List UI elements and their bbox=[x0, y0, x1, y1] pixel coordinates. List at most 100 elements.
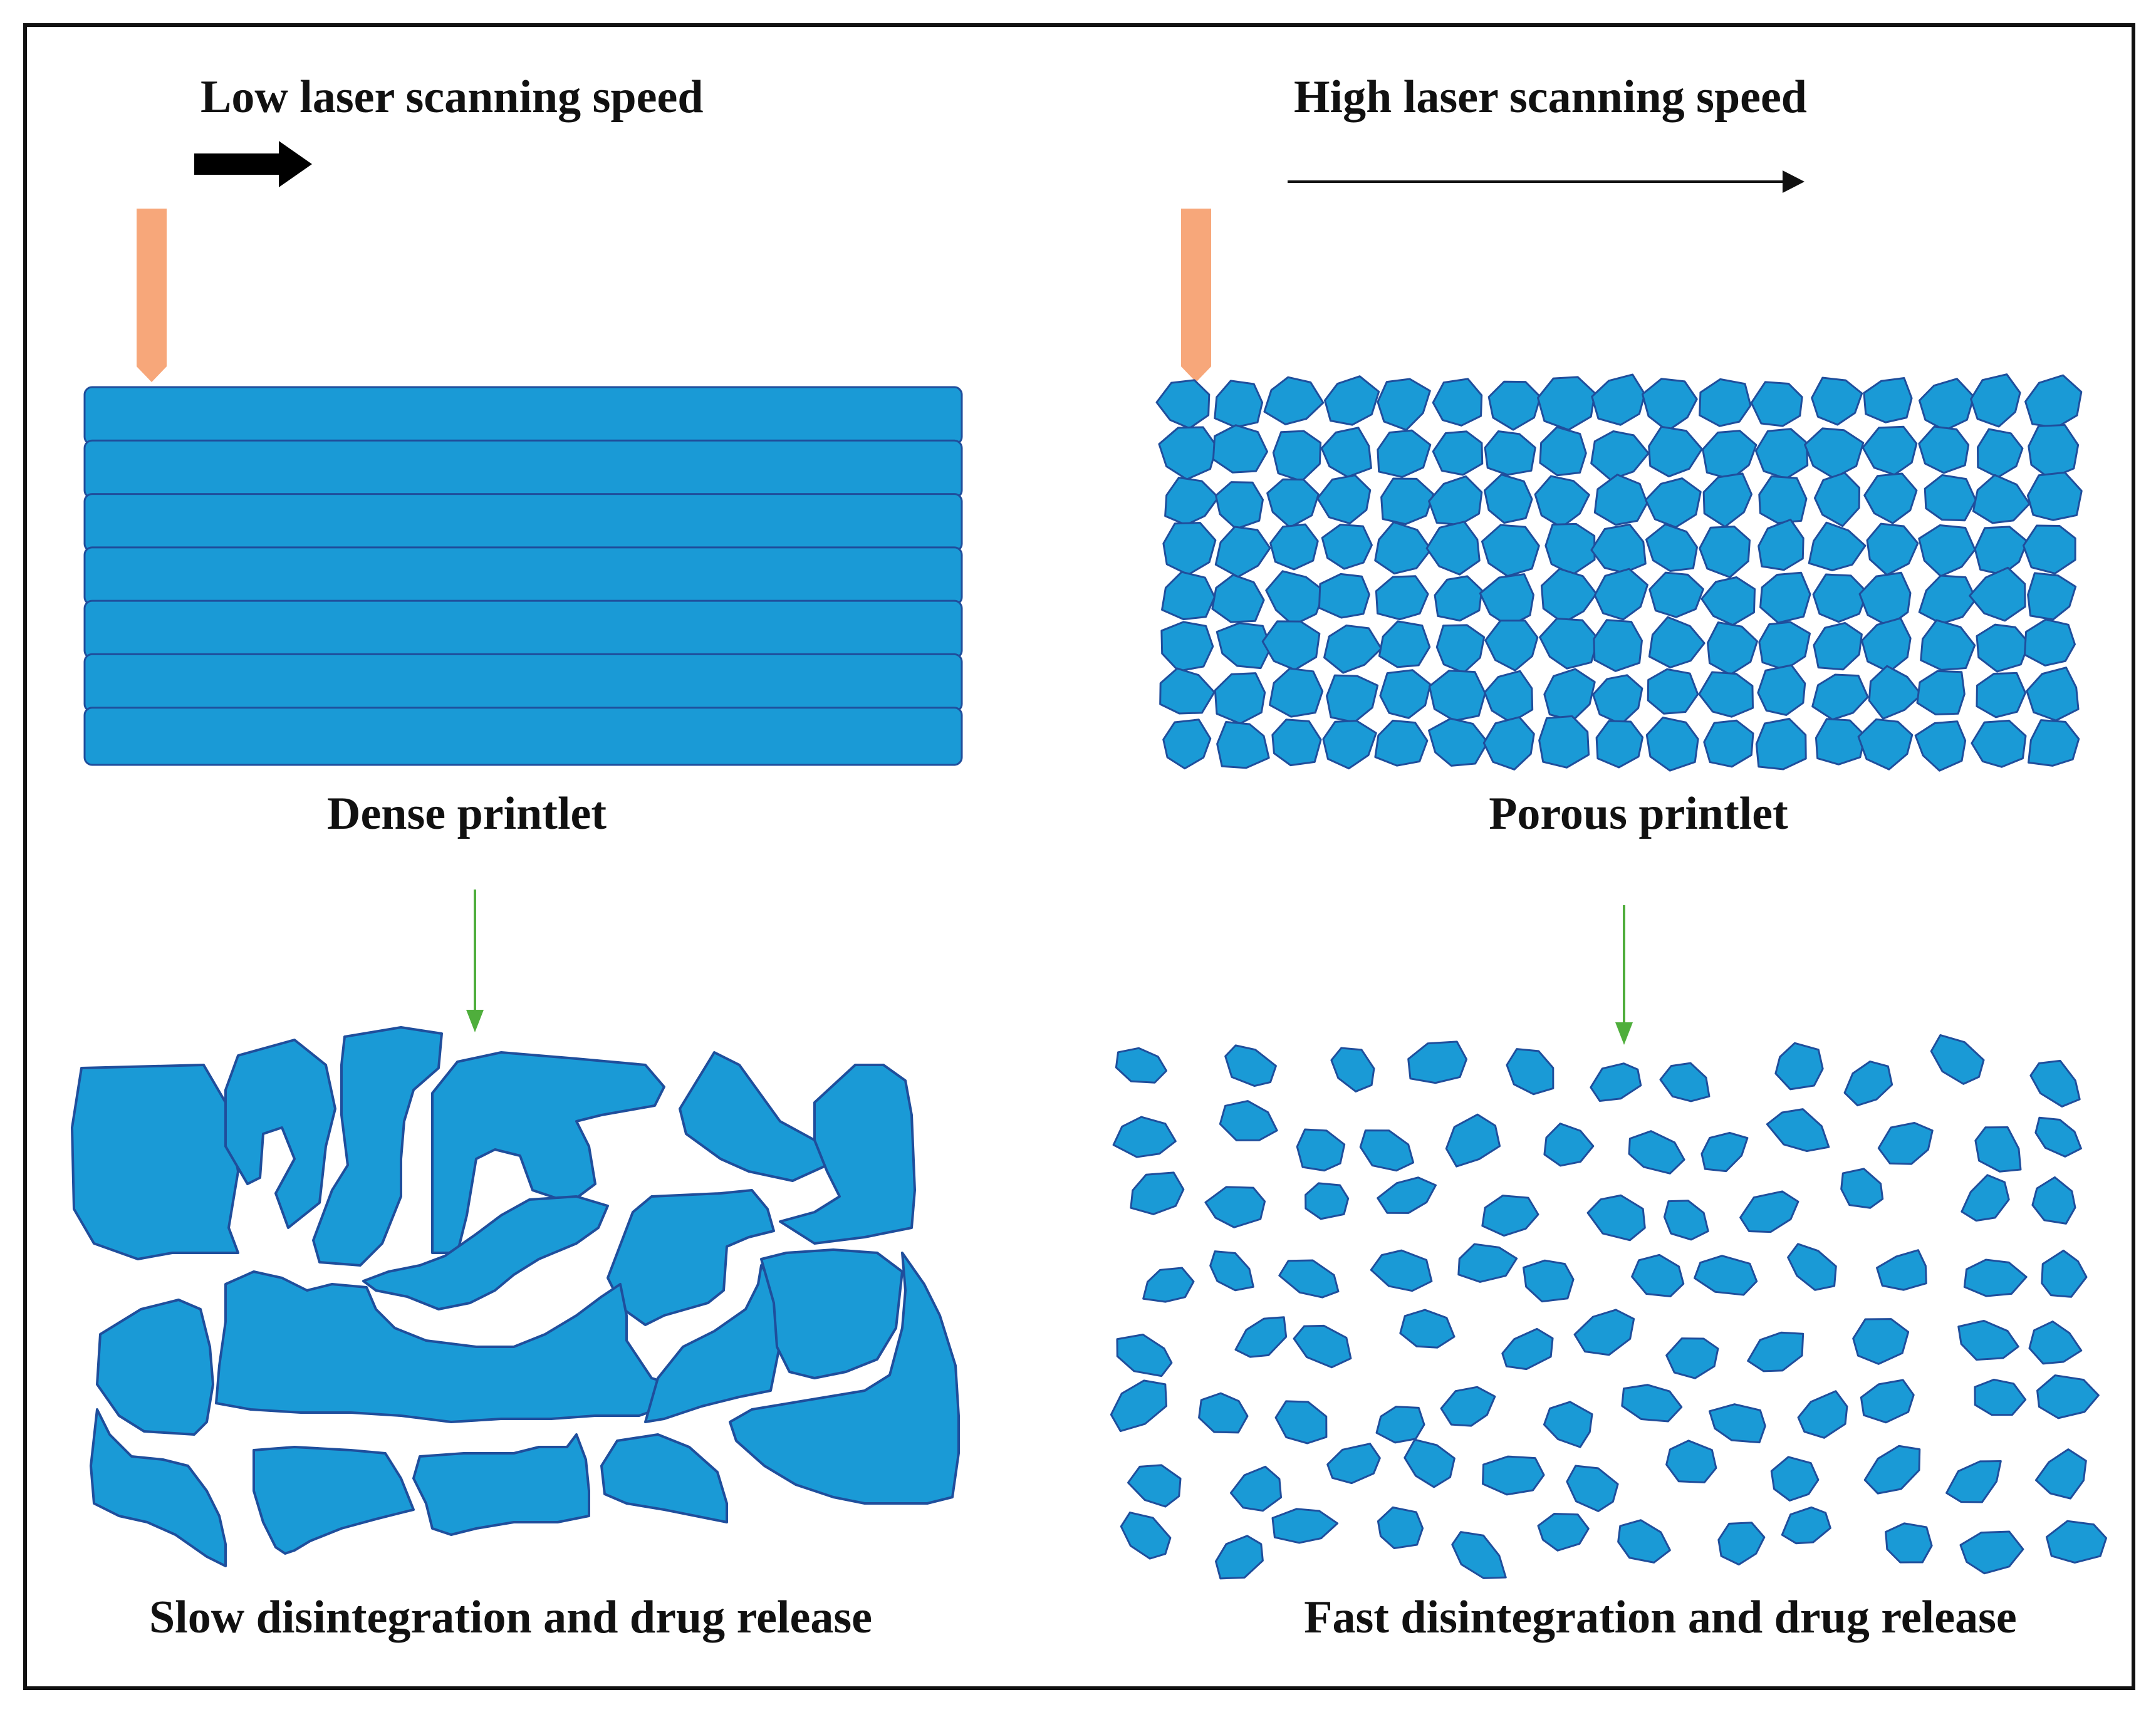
porous-granule bbox=[1976, 623, 2030, 673]
dense-layer bbox=[83, 599, 963, 659]
porous-granule bbox=[1815, 718, 1867, 765]
porous-granule bbox=[1699, 378, 1752, 427]
porous-granule bbox=[1320, 427, 1372, 478]
porous-granule bbox=[1212, 424, 1268, 474]
small-particle bbox=[1543, 1401, 1593, 1448]
dense-layer bbox=[83, 439, 963, 499]
porous-granule bbox=[1754, 428, 1809, 480]
porous-granule bbox=[1266, 478, 1320, 529]
small-particle bbox=[1766, 1108, 1830, 1153]
porous-granule bbox=[1377, 378, 1431, 431]
small-particle bbox=[1377, 1506, 1424, 1550]
porous-granule bbox=[1272, 430, 1322, 482]
small-particle bbox=[1717, 1522, 1766, 1566]
porous-granule bbox=[1216, 720, 1270, 769]
small-particle bbox=[1451, 1531, 1507, 1579]
porous-granule bbox=[2024, 374, 2083, 428]
porous-granule bbox=[1432, 378, 1483, 427]
porous-granule bbox=[1591, 373, 1646, 426]
small-particle bbox=[2029, 1059, 2081, 1108]
porous-granule bbox=[1920, 619, 1976, 671]
porous-granule bbox=[1755, 717, 1807, 770]
small-particle bbox=[1963, 1258, 2028, 1297]
porous-granule bbox=[1484, 670, 1534, 724]
porous-granule bbox=[1861, 617, 1912, 673]
small-particle bbox=[2031, 1176, 2076, 1225]
small-particle bbox=[1130, 1171, 1185, 1215]
porous-granule bbox=[1428, 717, 1489, 767]
porous-granule bbox=[1863, 377, 1913, 423]
small-particle bbox=[2041, 1249, 2088, 1298]
small-particle bbox=[1543, 1123, 1595, 1167]
porous-granule bbox=[1265, 570, 1326, 626]
porous-granule bbox=[1316, 474, 1372, 525]
small-particle bbox=[1708, 1403, 1766, 1444]
porous-granule bbox=[1164, 476, 1219, 526]
porous-granule bbox=[1592, 674, 1643, 725]
small-particle bbox=[1665, 1337, 1719, 1379]
porous-granule bbox=[2023, 618, 2076, 667]
porous-granule bbox=[1648, 616, 1706, 668]
porous-granule bbox=[1484, 430, 1536, 476]
porous-granule bbox=[1970, 373, 2021, 428]
dense-layer bbox=[83, 386, 963, 445]
porous-granule bbox=[1758, 475, 1808, 524]
small-particle bbox=[1774, 1042, 1824, 1091]
small-particle bbox=[1945, 1460, 2002, 1503]
porous-granule bbox=[1540, 568, 1598, 624]
small-particle bbox=[1659, 1062, 1711, 1102]
small-particle bbox=[1860, 1379, 1915, 1424]
porous-granule bbox=[1484, 620, 1539, 672]
porous-granule bbox=[2028, 423, 2080, 480]
porous-granule bbox=[1914, 720, 1967, 772]
porous-granule bbox=[1481, 524, 1540, 578]
porous-granule bbox=[1375, 575, 1429, 621]
porous-granule bbox=[1641, 378, 1698, 432]
small-particle bbox=[1209, 1250, 1254, 1292]
porous-granule bbox=[1318, 573, 1370, 619]
porous-granule bbox=[1924, 474, 1977, 522]
small-particle bbox=[1399, 1309, 1456, 1349]
small-particle bbox=[1274, 1400, 1328, 1445]
small-particle bbox=[1573, 1309, 1635, 1356]
porous-granule bbox=[1428, 670, 1486, 722]
small-particle bbox=[1215, 1535, 1264, 1580]
small-particle bbox=[1112, 1116, 1177, 1158]
dense-layer bbox=[83, 707, 963, 766]
porous-granule bbox=[1160, 621, 1214, 672]
small-particle bbox=[1326, 1443, 1381, 1485]
small-particle bbox=[1537, 1512, 1590, 1552]
porous-granule bbox=[1857, 718, 1914, 770]
small-particle bbox=[1621, 1384, 1683, 1423]
dense-layer bbox=[83, 493, 963, 553]
porous-granule bbox=[1379, 669, 1432, 719]
porous-granule bbox=[2026, 667, 2080, 722]
porous-granule bbox=[1216, 622, 1272, 670]
small-particle bbox=[1481, 1195, 1539, 1237]
small-particle bbox=[1501, 1327, 1554, 1371]
small-particle bbox=[1631, 1253, 1685, 1298]
dense-layer bbox=[83, 653, 963, 713]
small-particle bbox=[1961, 1174, 2010, 1222]
small-particle bbox=[1957, 1319, 2019, 1361]
porous-granule bbox=[1804, 427, 1865, 479]
porous-granule bbox=[1159, 667, 1216, 715]
small-particle bbox=[1370, 1249, 1433, 1292]
porous-granule bbox=[1863, 472, 1918, 524]
thin-arrow-head bbox=[1783, 170, 1804, 193]
small-particle bbox=[1120, 1512, 1172, 1560]
small-particle bbox=[1407, 1040, 1468, 1084]
dense-layer bbox=[83, 546, 963, 606]
small-particle bbox=[1110, 1379, 1168, 1433]
small-particle bbox=[1840, 1168, 1884, 1209]
small-particle bbox=[1440, 1386, 1496, 1427]
porous-granule bbox=[1862, 425, 1918, 476]
small-particle bbox=[1482, 1455, 1545, 1496]
porous-granule bbox=[1263, 376, 1325, 425]
porous-granule bbox=[1483, 474, 1533, 524]
small-particle bbox=[1586, 1194, 1646, 1242]
porous-printlet bbox=[1155, 373, 2083, 772]
large-fragments bbox=[71, 1026, 960, 1567]
porous-granule bbox=[1916, 670, 1966, 715]
small-particle bbox=[1377, 1176, 1437, 1214]
